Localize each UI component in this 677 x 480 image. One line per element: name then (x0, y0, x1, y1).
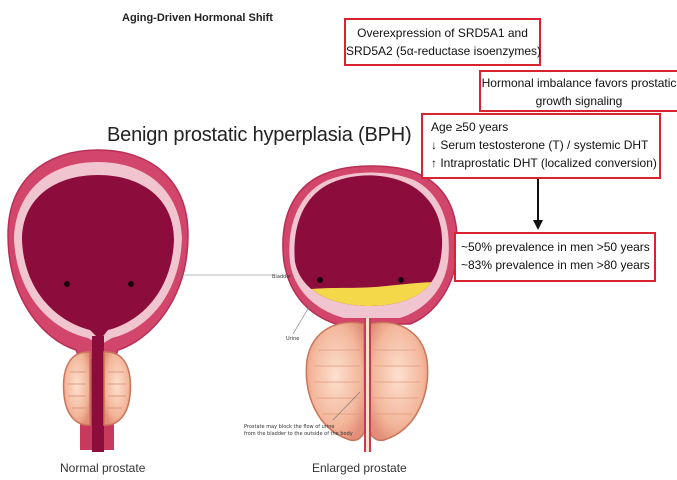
serum-text: Serum testosterone (T) / systemic DHT (440, 138, 648, 152)
up-arrow-icon: ↑ (431, 156, 437, 170)
urine-callout-line (293, 302, 312, 334)
imbalance-box: Hormonal imbalance favors prostatic grow… (479, 70, 677, 112)
intraprostatic-text: Intraprostatic DHT (localized conversion… (440, 156, 657, 170)
prevalence-line1: ~50% prevalence in men >50 years (461, 238, 654, 256)
caption-normal-prostate: Normal prostate (60, 461, 145, 475)
down-arrow-icon: ↓ (431, 138, 437, 152)
ureter-opening-icon (398, 277, 404, 283)
normal-bladder (8, 150, 188, 452)
prostate-note-line2: from the bladder to the outside of the b… (244, 431, 353, 437)
overexpression-line2: SRD5A2 (5α-reductase isoenzymes) (346, 42, 539, 60)
enlarged-bladder (283, 166, 457, 330)
caption-enlarged-prostate: Enlarged prostate (312, 461, 407, 475)
intraprostatic-line: ↑ Intraprostatic DHT (localized conversi… (431, 154, 659, 172)
prostate-note-line1: Prostate may block the flow of urine (244, 424, 334, 430)
prevalence-box: ~50% prevalence in men >50 years ~83% pr… (454, 232, 656, 282)
urine-label: Urine (286, 336, 299, 342)
ureter-opening-icon (64, 281, 70, 287)
imbalance-line2: growth signaling (481, 92, 677, 110)
flow-arrow-head-icon (533, 220, 543, 230)
age-line: Age ≥50 years (431, 118, 659, 136)
prevalence-line2: ~83% prevalence in men >80 years (461, 256, 654, 274)
ureter-opening-icon (317, 277, 323, 283)
bladder-label: Bladder (272, 274, 292, 280)
imbalance-line1: Hormonal imbalance favors prostatic (481, 74, 677, 92)
ureter-opening-icon (128, 281, 134, 287)
age-box: Age ≥50 years ↓ Serum testosterone (T) /… (421, 113, 661, 179)
overexpression-line1: Overexpression of SRD5A1 and (346, 24, 539, 42)
serum-line: ↓ Serum testosterone (T) / systemic DHT (431, 136, 659, 154)
overexpression-box: Overexpression of SRD5A1 and SRD5A2 (5α-… (344, 18, 541, 66)
